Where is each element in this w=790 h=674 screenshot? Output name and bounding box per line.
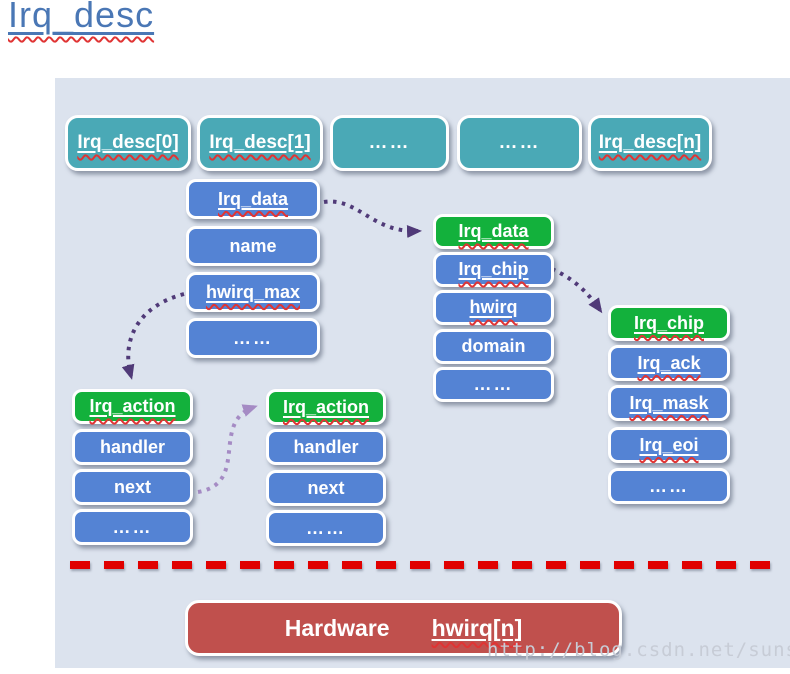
header-irq-action-1: Irq_action bbox=[72, 389, 193, 424]
field-label: …… bbox=[233, 327, 273, 348]
field-next-2: next bbox=[266, 470, 386, 506]
header-label: Irq_action bbox=[89, 396, 176, 416]
hardware-field: hwirq[n] bbox=[431, 614, 523, 641]
field-label: Irq_mask bbox=[629, 392, 709, 413]
field-label: handler bbox=[293, 436, 359, 457]
field-label: Irq_chip bbox=[458, 259, 529, 279]
field-next-1: next bbox=[72, 469, 193, 505]
field-label: Irq_data bbox=[217, 188, 289, 209]
field-label: …… bbox=[306, 517, 346, 538]
node-label: Irq_desc[1] bbox=[209, 132, 311, 153]
node-label: …… bbox=[498, 132, 541, 153]
field-label: domain bbox=[461, 336, 526, 356]
field-label: handler bbox=[99, 436, 165, 457]
field-label: next bbox=[113, 476, 151, 497]
node-irq-desc-1: Irq_desc[1] bbox=[197, 115, 323, 171]
field-label: …… bbox=[112, 516, 153, 537]
title-text: Irq_desc bbox=[8, 0, 155, 35]
node-label: Irq_desc[0] bbox=[77, 132, 179, 153]
header-label: Irq_data bbox=[458, 221, 529, 241]
hardware-box: Hardware hwirq[n] bbox=[185, 600, 622, 656]
field-irq-mask: Irq_mask bbox=[608, 385, 730, 421]
field-domain: domain bbox=[433, 329, 554, 364]
header-label: Irq_action bbox=[282, 396, 370, 417]
field-label: …… bbox=[649, 475, 689, 496]
field-irq-chip: Irq_chip bbox=[433, 252, 554, 287]
field-chip-dots: …… bbox=[608, 468, 730, 504]
field-name: name bbox=[186, 226, 320, 266]
field-label: Irq_ack bbox=[637, 352, 701, 373]
field-irq-data: Irq_data bbox=[186, 179, 320, 219]
node-label: …… bbox=[368, 132, 411, 153]
field-action1-dots: …… bbox=[72, 509, 193, 545]
field-hwirq-max: hwirq_max bbox=[186, 272, 320, 312]
header-irq-data-struct: Irq_data bbox=[433, 214, 554, 249]
field-hwirq: hwirq bbox=[433, 290, 554, 325]
header-irq-chip-struct: Irq_chip bbox=[608, 305, 730, 341]
field-label: Irq_eoi bbox=[639, 434, 699, 455]
field-action2-dots: …… bbox=[266, 510, 386, 546]
field-data-dots: …… bbox=[433, 367, 554, 402]
hardware-boundary-dashed-line bbox=[70, 561, 784, 569]
field-handler-1: handler bbox=[72, 429, 193, 465]
node-irq-desc-dots-b: …… bbox=[457, 115, 582, 171]
page-title: Irq_desc bbox=[8, 0, 154, 36]
field-desc-dots: …… bbox=[186, 318, 320, 358]
title-underline: Irq_desc bbox=[8, 0, 154, 35]
node-irq-desc-dots-a: …… bbox=[330, 115, 449, 171]
field-handler-2: handler bbox=[266, 429, 386, 465]
header-label: Irq_chip bbox=[633, 312, 704, 333]
field-label: name bbox=[229, 235, 277, 256]
header-irq-action-2: Irq_action bbox=[266, 389, 386, 425]
hardware-name: Hardware bbox=[284, 614, 390, 641]
node-label: Irq_desc[n] bbox=[598, 132, 702, 153]
field-irq-ack: Irq_ack bbox=[608, 345, 730, 381]
node-irq-desc-0: Irq_desc[0] bbox=[65, 115, 191, 171]
field-label: …… bbox=[473, 374, 514, 394]
watermark: http://blog.csdn.net/sunsissy bbox=[487, 639, 790, 661]
field-label: hwirq_max bbox=[205, 281, 301, 302]
node-irq-desc-n: Irq_desc[n] bbox=[588, 115, 712, 171]
field-label: next bbox=[307, 477, 345, 498]
field-irq-eoi: Irq_eoi bbox=[608, 427, 730, 463]
field-label: hwirq bbox=[469, 297, 518, 317]
